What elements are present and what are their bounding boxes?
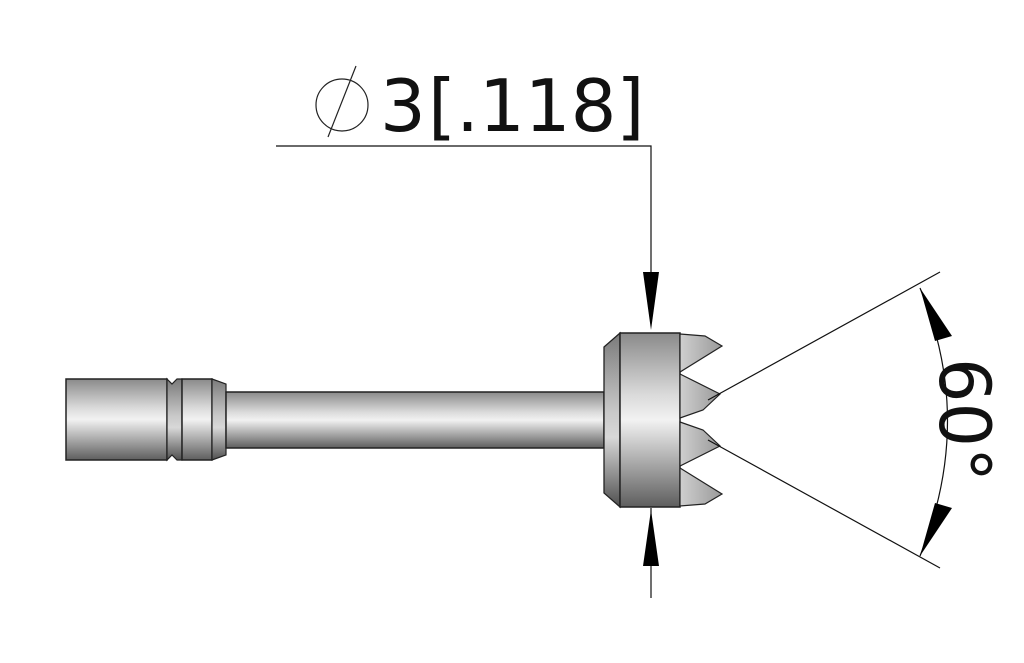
- angle-arrow-top-icon: [920, 288, 952, 341]
- arrow-up-icon: [643, 510, 659, 566]
- serrated-teeth: [679, 333, 724, 507]
- angle-arrow-bottom-icon: [920, 503, 952, 556]
- angle-value: 60°: [923, 358, 1005, 482]
- arrow-down-icon: [643, 272, 659, 330]
- handle: [65, 377, 227, 462]
- shaft: [225, 391, 605, 449]
- diameter-alt-value: [.118]: [428, 64, 645, 148]
- diameter-value: 3: [380, 64, 426, 148]
- head: [603, 331, 681, 509]
- angle-dimension: [707, 271, 949, 569]
- diameter-symbol-icon: [315, 65, 369, 138]
- diameter-dimension: [276, 145, 652, 598]
